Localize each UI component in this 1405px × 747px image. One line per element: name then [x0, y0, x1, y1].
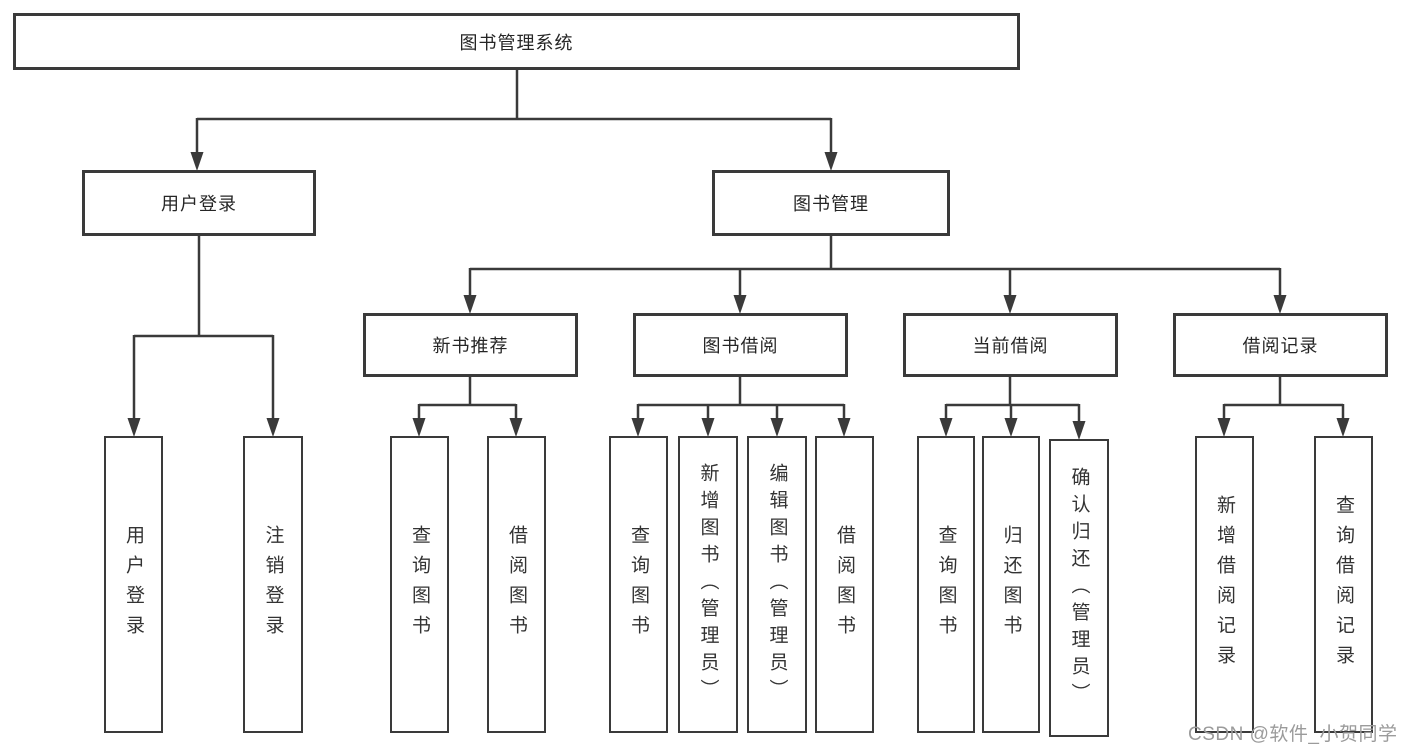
arrow-down-icon — [266, 418, 280, 437]
node-book-management: 图书管理 — [712, 170, 950, 236]
connector-book-borrow-to-leaves — [631, 377, 851, 437]
arrow-down-icon — [1003, 295, 1017, 314]
arrow-down-icon — [837, 418, 851, 437]
leaf-label: 借阅图书 — [834, 524, 855, 645]
leaf-add-borrow-record: 新增借阅记录 — [1195, 436, 1254, 733]
connector-new-book-rec-to-leaves — [412, 377, 523, 437]
node-current-borrow: 当前借阅 — [903, 313, 1118, 377]
node-label: 新书推荐 — [432, 336, 509, 356]
node-label: 图书管理系统 — [459, 32, 574, 53]
leaf-query-books-recommend: 查询图书 — [390, 436, 449, 733]
node-root-system: 图书管理系统 — [13, 13, 1020, 70]
leaf-query-books-borrow: 查询图书 — [609, 436, 668, 733]
arrow-down-icon — [1273, 295, 1287, 314]
leaf-edit-books-admin: 编辑图书（管理员） — [747, 436, 807, 733]
connector-book-mgmt-to-level3 — [463, 236, 1287, 314]
connector-borrow-records-to-leaves — [1217, 377, 1350, 437]
leaf-confirm-return-admin: 确认归还（管理员） — [1049, 439, 1109, 737]
leaf-label: 查询图书 — [628, 524, 649, 645]
leaf-label: 借阅图书 — [506, 524, 527, 645]
leaf-label: 编辑图书（管理员） — [766, 463, 788, 706]
arrow-down-icon — [733, 295, 747, 314]
arrow-down-icon — [463, 295, 477, 314]
node-label: 借阅记录 — [1242, 336, 1319, 356]
leaf-query-borrow-record: 查询借阅记录 — [1314, 436, 1373, 733]
node-new-book-recommend: 新书推荐 — [363, 313, 578, 377]
node-label: 图书管理 — [793, 194, 869, 214]
leaf-label: 查询图书 — [935, 524, 957, 645]
connector-user-login-to-leaves — [127, 236, 280, 437]
arrow-down-icon — [127, 418, 141, 437]
arrow-down-icon — [1217, 418, 1231, 437]
leaf-label: 查询借阅记录 — [1333, 494, 1354, 675]
node-label: 用户登录 — [161, 194, 237, 214]
leaf-return-books: 归还图书 — [982, 436, 1040, 733]
leaf-user-login: 用户登录 — [104, 436, 163, 733]
leaf-label: 确认归还（管理员） — [1068, 466, 1090, 710]
leaf-label: 用户登录 — [123, 524, 144, 645]
node-borrow-records: 借阅记录 — [1173, 313, 1388, 377]
leaf-label: 注销登录 — [262, 524, 284, 645]
connector-current-borrow-to-leaves — [939, 377, 1086, 440]
node-user-login: 用户登录 — [82, 170, 316, 236]
node-label: 图书借阅 — [702, 336, 779, 356]
leaf-add-books-admin: 新增图书（管理员） — [678, 436, 738, 733]
leaf-label: 新增借阅记录 — [1214, 494, 1235, 675]
arrow-down-icon — [631, 418, 645, 437]
arrow-down-icon — [701, 418, 715, 437]
csdn-watermark: CSDN @软件_小贺同学 — [1188, 724, 1398, 745]
leaf-label: 归还图书 — [1000, 524, 1022, 645]
node-label: 当前借阅 — [972, 336, 1049, 356]
leaf-borrow-books-recommend: 借阅图书 — [487, 436, 546, 733]
node-book-borrow: 图书借阅 — [633, 313, 848, 377]
arrow-down-icon — [509, 418, 523, 437]
leaf-query-books-current: 查询图书 — [917, 436, 975, 733]
arrow-down-icon — [1004, 418, 1018, 437]
leaf-borrow-books: 借阅图书 — [815, 436, 874, 733]
leaf-logout: 注销登录 — [243, 436, 303, 733]
leaf-label: 查询图书 — [409, 524, 430, 645]
arrow-down-icon — [1336, 418, 1350, 437]
connector-root-to-level2 — [190, 70, 838, 171]
arrow-down-icon — [939, 418, 953, 437]
arrow-down-icon — [770, 418, 784, 437]
arrow-down-icon — [1072, 421, 1086, 440]
arrow-down-icon — [190, 152, 204, 171]
leaf-label: 新增图书（管理员） — [697, 463, 719, 706]
arrow-down-icon — [824, 152, 838, 171]
arrow-down-icon — [412, 418, 426, 437]
